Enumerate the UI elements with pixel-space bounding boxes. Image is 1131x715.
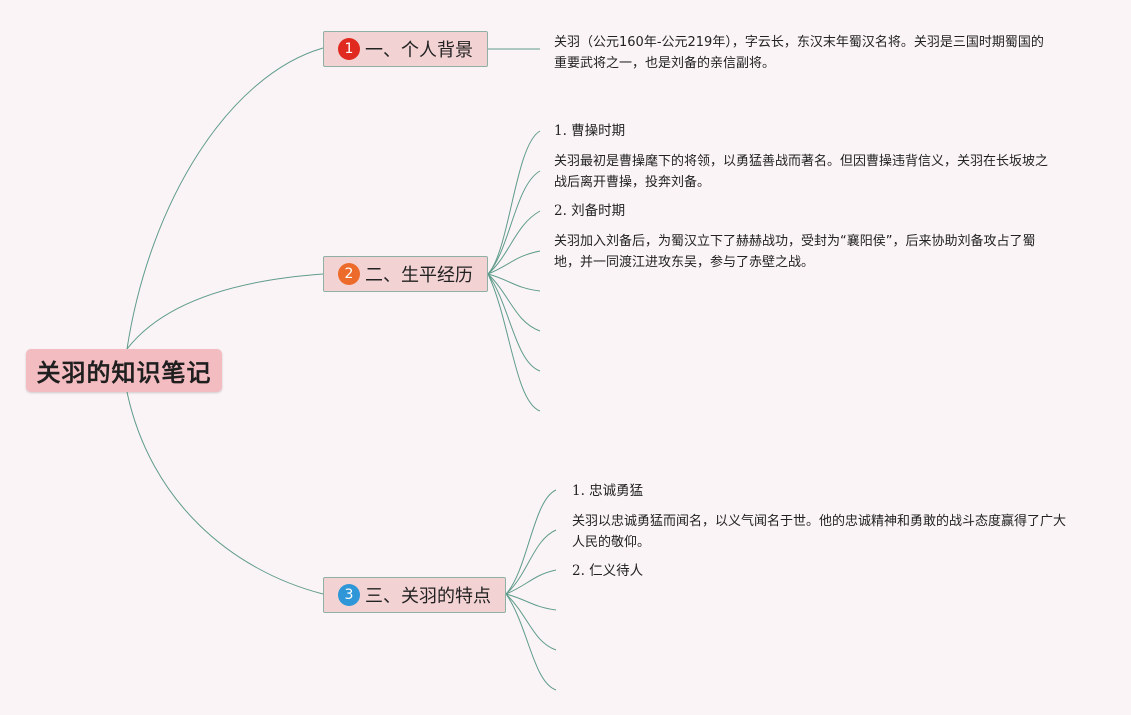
note-text: 关羽（公元160年-公元219年），字云长，东汉末年蜀汉名将。关羽是三国时期蜀国… [554, 35, 1044, 71]
central-topic-label: 关羽的知识笔记 [36, 359, 212, 387]
connector-root-branch-2 [126, 273, 324, 350]
note-text: 关羽最初是曹操麾下的将领，以勇猛善战而著名。但因曹操违背信义，关羽在长坂坡之战后… [554, 154, 1049, 190]
note-heading: 2. 刘备时期 [554, 203, 626, 219]
note-text: 关羽以忠诚勇猛而闻名，以义气闻名于世。他的忠诚精神和勇敢的战斗态度赢得了广大人民… [572, 514, 1067, 550]
note-heading: 1. 忠诚勇猛 [572, 483, 644, 499]
number-badge: 3 [338, 584, 360, 606]
branch-characteristics[interactable]: 3 三、关羽的特点 [323, 577, 506, 613]
number-badge: 1 [338, 38, 360, 60]
branch-label: 一、个人背景 [365, 40, 473, 61]
central-topic[interactable]: 关羽的知识笔记 [26, 349, 222, 392]
branch-label: 二、生平经历 [365, 265, 473, 286]
note-heading: 2. 仁义待人 [572, 563, 644, 579]
branch-label: 三、关羽的特点 [365, 586, 491, 607]
branch-life-experience[interactable]: 2 二、生平经历 [323, 256, 488, 292]
connector-root-branch-1 [126, 47, 324, 350]
connector-root-branch-3 [126, 391, 324, 595]
number-badge: 2 [338, 263, 360, 285]
branch-personal-background[interactable]: 1 一、个人背景 [323, 31, 488, 67]
note-text: 关羽加入刘备后，为蜀汉立下了赫赫战功，受封为“襄阳侯”，后来协助刘备攻占了蜀地，… [554, 234, 1036, 270]
note-heading: 1. 曹操时期 [554, 123, 626, 139]
